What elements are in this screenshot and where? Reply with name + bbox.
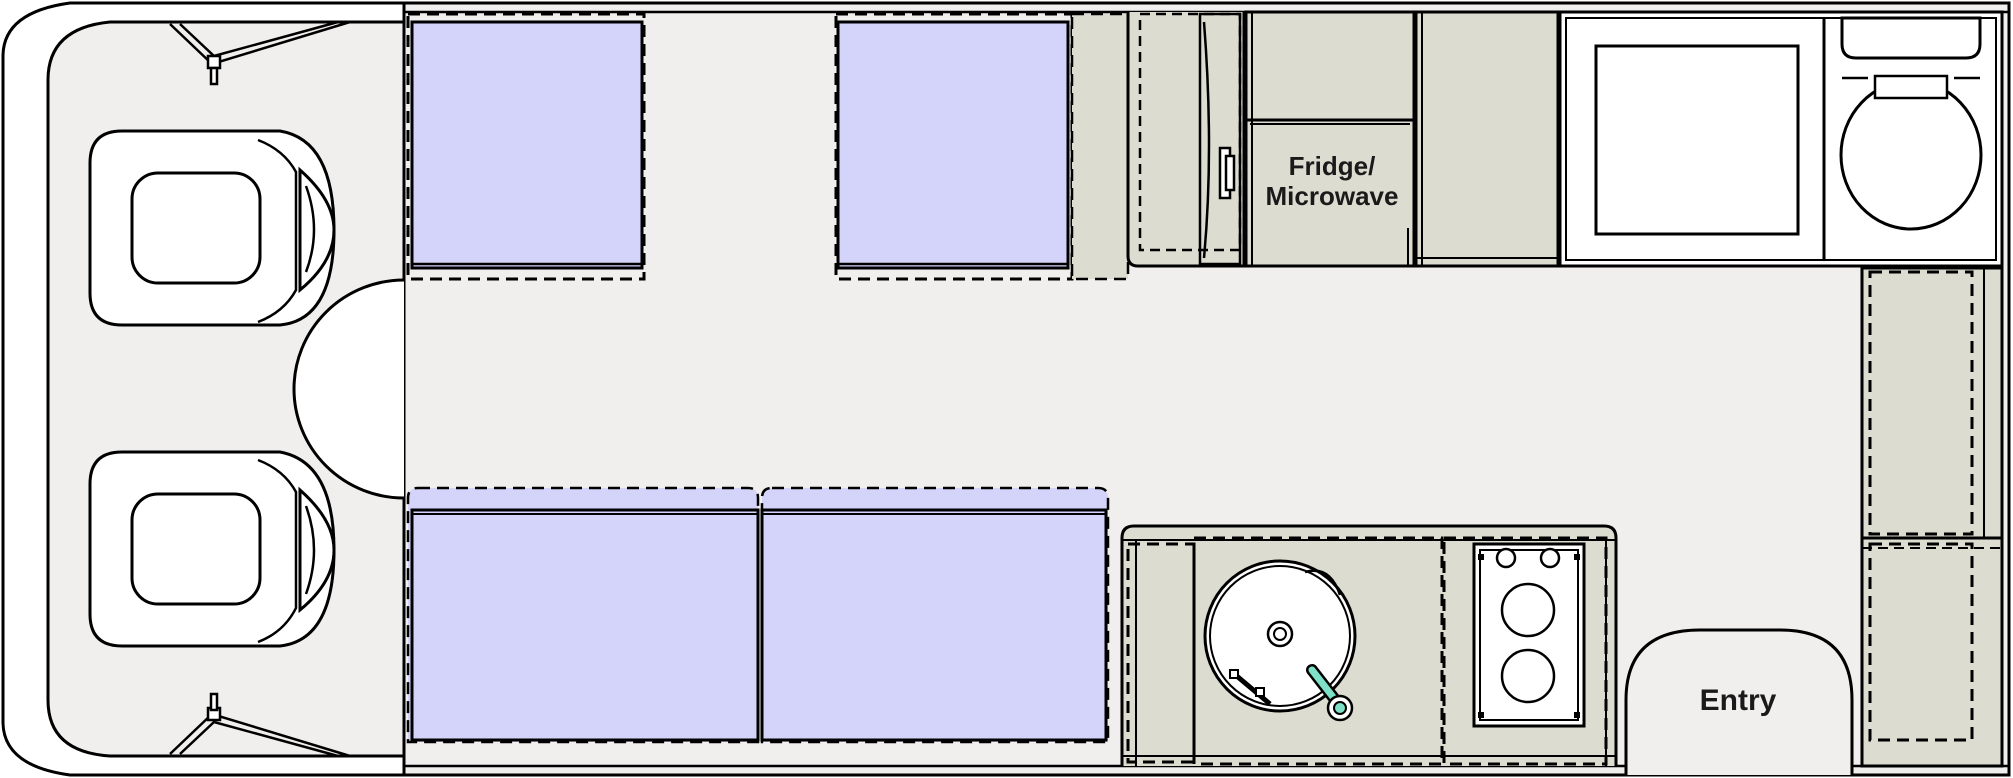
fridge-label-line2: Microwave: [1266, 181, 1399, 211]
sink-tap: [1306, 664, 1354, 722]
shower-tray: [1594, 44, 1800, 236]
toilet: [1839, 16, 1983, 231]
seatbelt-top: [169, 20, 351, 86]
fridge-microwave-unit: Fridge/ Microwave: [1244, 10, 1416, 268]
rear-side-seat: [1860, 266, 2004, 768]
upper-cabinet: [1414, 10, 1560, 268]
upper-seat-left: [406, 12, 646, 281]
fridge-label-line1: Fridge/: [1289, 151, 1376, 181]
wardrobe: [1126, 12, 1246, 268]
seatbelt-bottom: [169, 692, 351, 758]
passenger-seat: [88, 450, 336, 648]
upper-seat-middle: [834, 12, 1074, 281]
upper-side-cabinet: [1070, 12, 1130, 281]
lower-seat-right: [760, 486, 1110, 744]
entry-step: Entry: [1624, 628, 1854, 775]
cooktop: [1472, 542, 1586, 728]
driver-seat: [88, 129, 336, 327]
lower-seat-left: [406, 486, 760, 744]
bathroom: [1558, 10, 2004, 268]
entry-label: Entry: [1700, 684, 1777, 717]
